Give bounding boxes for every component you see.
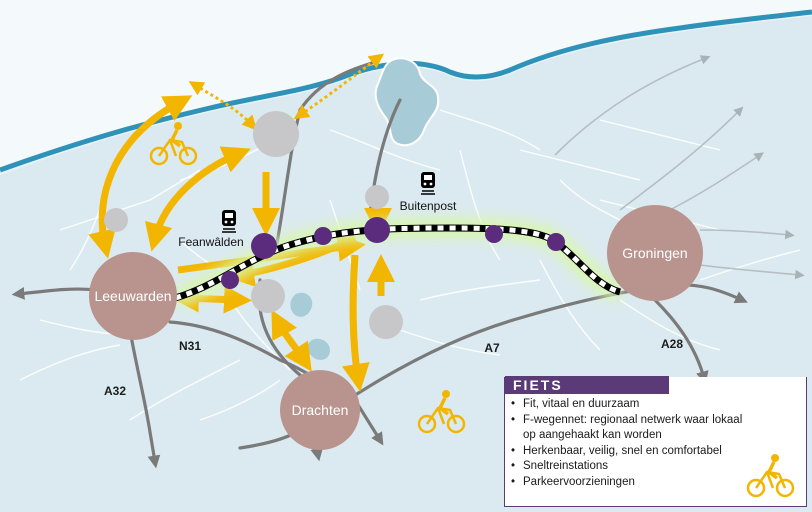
villages	[104, 111, 403, 339]
legend-title: FIETS	[505, 376, 669, 394]
route-lw-northeast	[145, 146, 251, 252]
legend-item: Fit, vitaal en duurzaam	[511, 397, 756, 413]
bicycle-icon	[149, 122, 198, 166]
railway-ties	[174, 225, 621, 301]
city-leeuwarden: Leeuwarden	[89, 252, 177, 340]
route-lw-north	[88, 95, 193, 259]
station-dots	[221, 217, 565, 289]
legend-panel: FIETS Fit, vitaal en duurzaam F-wegennet…	[504, 376, 807, 507]
road-label-a32: A32	[104, 384, 126, 398]
train-icon	[421, 172, 435, 195]
legend-item: F-wegennet: regionaal netwerk waar lokaa…	[511, 413, 756, 444]
road-label-a7: A7	[484, 341, 500, 355]
city-groningen: Groningen	[607, 205, 703, 301]
station-label-buitenpost: Buitenpost	[400, 199, 457, 213]
bicycle-icon	[417, 390, 466, 434]
svg-text:Drachten: Drachten	[292, 402, 349, 418]
lake-2	[307, 338, 330, 360]
road-label-n31: N31	[179, 339, 201, 353]
route-buitenpost-drachten	[341, 254, 370, 392]
legend-item: Sneltreinstations	[511, 459, 756, 475]
dotted-routes	[188, 53, 385, 131]
svg-text:Leeuwarden: Leeuwarden	[94, 288, 171, 304]
svg-text:Groningen: Groningen	[622, 245, 687, 261]
bicycle-icon	[746, 454, 795, 498]
sea	[0, 0, 812, 170]
road-label-a28: A28	[661, 337, 683, 351]
legend-item: Parkeervoorzieningen	[511, 475, 756, 491]
route-drachten-north	[271, 309, 312, 372]
legend-item: Herkenbaar, veilig, snel en comfortabel	[511, 444, 756, 460]
train-icon	[222, 210, 236, 233]
legend-list: Fit, vitaal en duurzaam F-wegennet: regi…	[511, 397, 756, 490]
station-label-feanwalden: Feanwâlden	[178, 235, 243, 249]
city-drachten: Drachten	[280, 370, 360, 450]
